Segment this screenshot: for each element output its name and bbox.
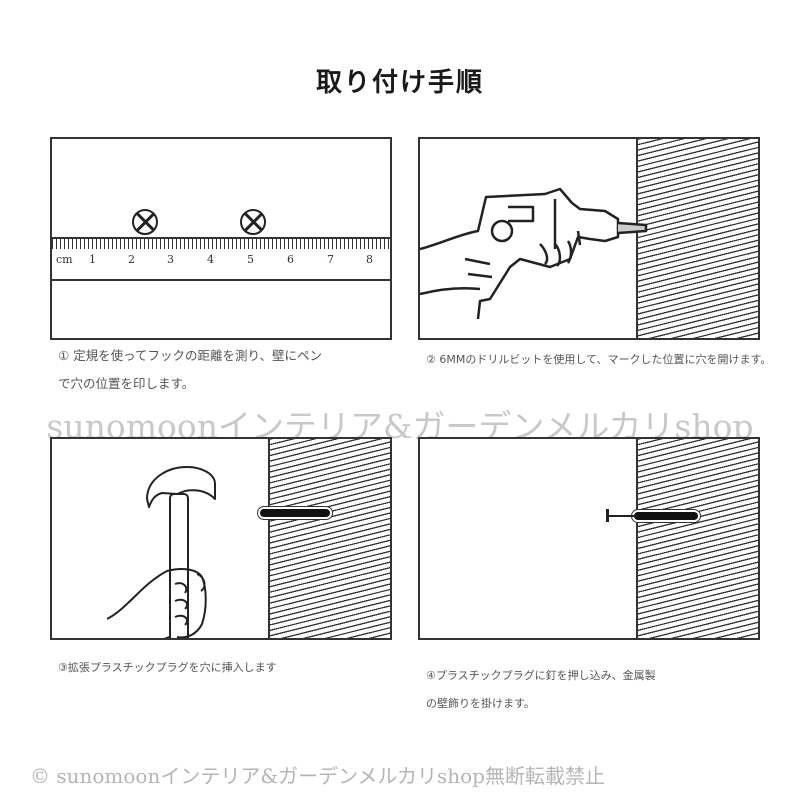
caption-line: の壁飾りを掛けます。 bbox=[426, 697, 535, 710]
wall-hatching bbox=[268, 439, 390, 638]
caption-line: ③拡張プラスチックプラグを穴に挿入します bbox=[58, 661, 277, 674]
step-2-caption: ② 6MMのドリルビットを使用して、マークした位置に穴を開けます。 bbox=[426, 350, 771, 370]
ruler-unit: cm bbox=[56, 253, 73, 266]
wall-hatching bbox=[636, 439, 758, 638]
copyright-footer: © sunomoonインテリア&ガーデンメルカリshop無断転載禁止 bbox=[30, 764, 605, 788]
step-2-panel bbox=[418, 137, 760, 340]
ruler-label: 7 bbox=[327, 253, 334, 266]
step-1-panel: cm 1 2 3 4 5 6 7 8 bbox=[50, 137, 392, 340]
step-4-panel bbox=[418, 437, 760, 640]
hand-hammer-icon bbox=[107, 466, 216, 638]
ruler-label: 1 bbox=[89, 253, 96, 266]
ruler-label: 2 bbox=[128, 253, 135, 266]
plastic-plug bbox=[634, 512, 698, 520]
caption-line: で穴の位置を印します。 bbox=[58, 376, 195, 391]
mark-x-icon bbox=[132, 209, 158, 235]
nail-head bbox=[606, 509, 609, 522]
page-title: 取り付け手順 bbox=[315, 68, 484, 98]
step-1-caption: ① 定規を使ってフックの距離を測り、壁にペン で穴の位置を印します。 bbox=[58, 342, 322, 398]
ruler-label: 4 bbox=[207, 253, 214, 266]
caption-line: ④プラスチックプラグに釘を押し込み、金属製 bbox=[426, 669, 656, 682]
ruler-ticks bbox=[52, 239, 390, 249]
nail-shaft bbox=[608, 515, 638, 517]
plastic-plug bbox=[260, 509, 330, 517]
ruler-label: 5 bbox=[247, 253, 254, 266]
step-3-caption: ③拡張プラスチックプラグを穴に挿入します bbox=[58, 658, 277, 678]
ruler-label: 3 bbox=[167, 253, 174, 266]
ruler: cm 1 2 3 4 5 6 7 8 bbox=[52, 237, 390, 281]
caption-line: ① 定規を使ってフックの距離を測り、壁にペン bbox=[58, 348, 323, 363]
mark-x-icon bbox=[240, 209, 266, 235]
wall-hatching bbox=[636, 139, 758, 338]
ruler-label: 8 bbox=[366, 253, 373, 266]
step-3-panel bbox=[50, 437, 392, 640]
ruler-label: 6 bbox=[287, 253, 294, 266]
caption-line: ② 6MMのドリルビットを使用して、マークした位置に穴を開けます。 bbox=[426, 353, 772, 366]
hand-drill-icon bbox=[420, 187, 648, 319]
step-4-caption: ④プラスチックプラグに釘を押し込み、金属製 の壁飾りを掛けます。 bbox=[426, 662, 656, 718]
